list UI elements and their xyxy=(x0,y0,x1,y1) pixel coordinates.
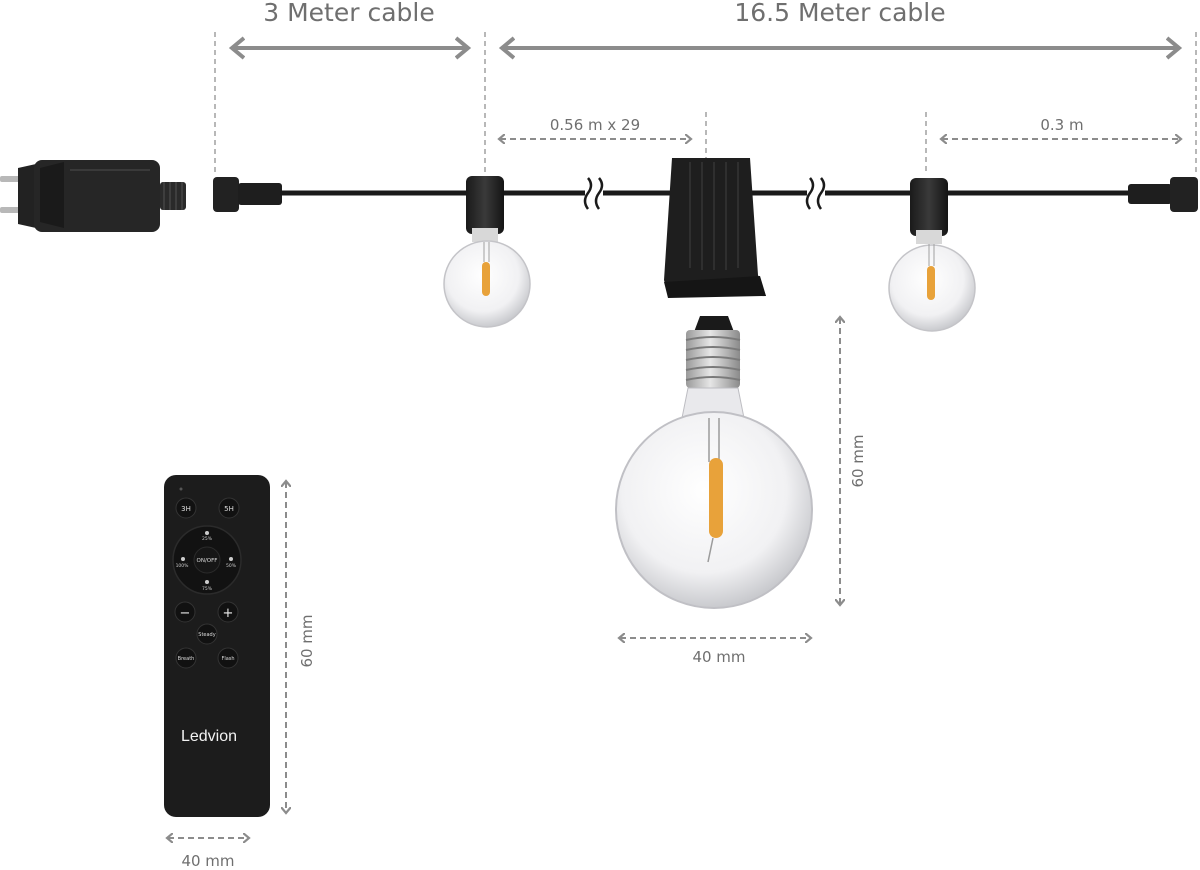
cable-start-collar xyxy=(238,183,282,205)
adapter-connector xyxy=(160,182,186,210)
string-bulb xyxy=(888,178,976,332)
remote-body xyxy=(164,475,270,817)
large-bulb xyxy=(615,316,813,609)
guide-lines xyxy=(214,32,1197,172)
cable-break-mark xyxy=(805,177,826,210)
sun-icons xyxy=(181,531,233,584)
button-steady: Steady xyxy=(196,623,218,645)
plug-pin-bottom xyxy=(0,207,22,213)
power-adapter xyxy=(0,160,186,232)
cable-end-connector xyxy=(1170,177,1198,212)
bulb-socket xyxy=(910,178,948,236)
large-bulb-filament xyxy=(709,458,723,538)
plug-face xyxy=(18,164,36,228)
brightness-wheel: ON/OFF 25% 50% 75% 100% xyxy=(172,525,242,595)
cable-start-connector xyxy=(213,177,239,212)
svg-text:3H: 3H xyxy=(181,505,191,513)
bulb-tip xyxy=(694,316,734,332)
main-cable xyxy=(213,177,1198,212)
cable-break-mark xyxy=(583,177,604,210)
button-plus: + xyxy=(217,601,239,623)
svg-text:50%: 50% xyxy=(226,563,237,569)
label-bulb-width: 40 mm xyxy=(692,648,745,666)
remote-control: 3H 5H ON/OFF 25% 50% 75% 100% − xyxy=(164,475,270,817)
on-off-label: ON/OFF xyxy=(197,558,218,564)
svg-text:100%: 100% xyxy=(176,563,190,569)
bulb-screw-base xyxy=(686,330,740,388)
adapter-body xyxy=(34,160,160,232)
label-bulb-height: 60 mm xyxy=(849,434,867,487)
button-minus: − xyxy=(174,601,196,623)
svg-text:+: + xyxy=(223,606,234,621)
svg-text:Breath: Breath xyxy=(178,656,195,662)
label-remote-width: 40 mm xyxy=(181,852,234,870)
cable-dimensions: 3 Meter cable 16.5 Meter cable 0.56 m x … xyxy=(233,0,1180,139)
bulb-filament xyxy=(482,262,490,296)
adapter-shoulder xyxy=(40,162,64,228)
svg-text:75%: 75% xyxy=(202,586,213,592)
label-end-segment: 0.3 m xyxy=(1040,116,1083,134)
label-remote-height: 60 mm xyxy=(298,614,316,667)
bulb-socket xyxy=(466,176,504,234)
button-breath: Breath xyxy=(175,647,197,669)
string-bulb xyxy=(443,176,531,328)
plug-pin-top xyxy=(0,176,22,182)
button-5h: 5H xyxy=(218,497,240,519)
svg-text:25%: 25% xyxy=(202,536,213,542)
label-spacing: 0.56 m x 29 xyxy=(550,116,640,134)
svg-text:−: − xyxy=(180,606,191,621)
cable-end-collar xyxy=(1128,184,1172,204)
svg-text:Flash: Flash xyxy=(221,656,234,662)
button-flash: Flash xyxy=(217,647,239,669)
label-16-5m-cable: 16.5 Meter cable xyxy=(734,0,945,27)
svg-text:5H: 5H xyxy=(224,505,234,513)
label-3m-cable: 3 Meter cable xyxy=(263,0,434,27)
bulb-filament xyxy=(927,266,935,300)
cable-clip xyxy=(664,158,766,298)
button-3h: 3H xyxy=(175,497,197,519)
remote-brand-logo: Ledvion xyxy=(181,728,237,745)
svg-text:Steady: Steady xyxy=(198,632,215,638)
